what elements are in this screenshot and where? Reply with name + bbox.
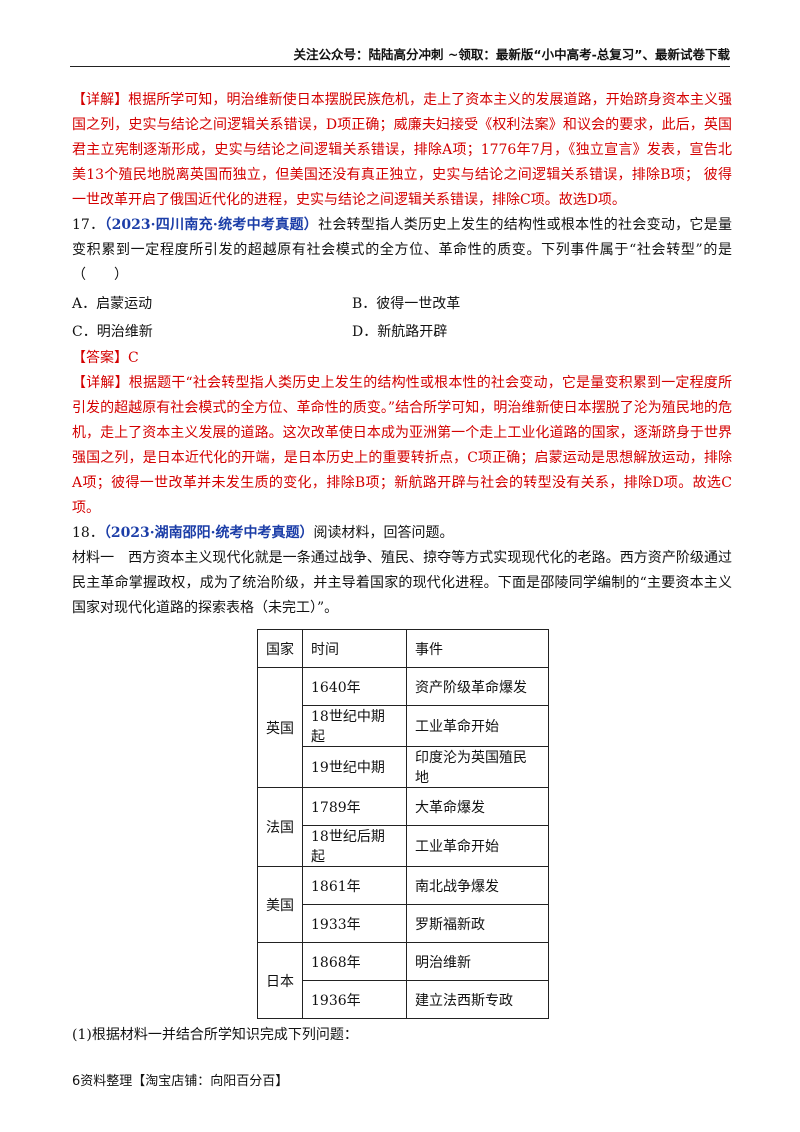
q17-options: A．启蒙运动 B．彼得一世改革 C．明治维新 D．新航路开辟: [72, 290, 732, 346]
event-cell: 罗斯福新政: [406, 904, 549, 943]
time-cell: 1933年: [302, 904, 407, 943]
event-cell: 资产阶级革命爆发: [406, 667, 549, 706]
event-cell: 大革命爆发: [406, 787, 549, 826]
country-cell: 日本: [257, 942, 303, 1019]
time-cell: 19世纪中期: [302, 746, 407, 788]
page-footer: 6资料整理【淘宝店铺：向阳百分百】: [72, 1070, 288, 1089]
q18-stem: 18．（2023·湖南邵阳·统考中考真题）阅读材料，回答问题。: [72, 525, 454, 541]
page-number: 6: [72, 1074, 81, 1089]
option-a: A．启蒙运动: [72, 296, 153, 312]
time-cell: 1789年: [302, 787, 407, 826]
event-cell: 南北战争爆发: [406, 866, 549, 905]
time-cell: 1861年: [302, 866, 407, 905]
time-cell: 18世纪中期起: [302, 705, 407, 747]
option-c: C．明治维新: [72, 324, 153, 340]
header-cell: 时间: [302, 629, 407, 668]
q17-answer: 【答案】C: [72, 350, 139, 366]
event-cell: 工业革命开始: [406, 825, 549, 867]
time-cell: 1640年: [302, 667, 407, 706]
event-cell: 印度沦为英国殖民地: [406, 746, 549, 788]
table-row: 19世纪中期 印度沦为英国殖民地: [258, 746, 549, 788]
header-cell: 国家: [257, 629, 303, 668]
q18-material: 材料一 西方资本主义现代化就是一条通过战争、殖民、掠夺等方式实现现代化的老路。西…: [72, 550, 732, 616]
q17-detail: 【详解】根据题干“社会转型指人类历史上发生的结构性或根本性的社会变动，它是量变积…: [72, 375, 732, 516]
event-cell: 明治维新: [406, 942, 549, 981]
country-cell: 英国: [257, 667, 303, 788]
table-row: 法国 1789年 大革命爆发: [257, 787, 549, 867]
country-cell: 法国: [257, 787, 303, 867]
country-cell: 美国: [257, 866, 303, 943]
time-cell: 1868年: [302, 942, 407, 981]
header-cell: 事件: [406, 629, 549, 668]
main-content: 【详解】根据所学可知，明治维新使日本摆脱民族危机，走上了资本主义的发展道路，开始…: [72, 88, 732, 1048]
q16-detail: 【详解】根据所学可知，明治维新使日本摆脱民族危机，走上了资本主义的发展道路，开始…: [72, 92, 732, 208]
q17-stem: 17．（2023·四川南充·统考中考真题）社会转型指人类历史上发生的结构性或根本…: [72, 217, 733, 283]
footer-text: 资料整理【淘宝店铺：向阳百分百】: [80, 1074, 289, 1089]
table-header-row: 国家 时间 事件: [257, 629, 549, 668]
table-row: 18世纪中期起 工业革命开始: [258, 705, 549, 747]
option-b: B．彼得一世改革: [352, 296, 461, 312]
event-cell: 工业革命开始: [406, 705, 549, 747]
table-row: 1936年 建立法西斯专政: [258, 980, 549, 1019]
q18-sub1: (1)根据材料一并结合所学知识完成下列问题：: [72, 1027, 358, 1043]
table-row: 18世纪后期起 工业革命开始: [258, 825, 549, 867]
event-cell: 建立法西斯专政: [406, 980, 549, 1019]
table-row: 1933年 罗斯福新政: [258, 904, 549, 943]
option-d: D．新航路开辟: [352, 324, 448, 340]
table-row: 美国 1861年 南北战争爆发: [257, 866, 549, 943]
time-cell: 1936年: [302, 980, 407, 1019]
table-row: 英国 1640年 资产阶级革命爆发: [257, 667, 549, 788]
page-header: 关注公众号：陆陆高分冲刺 ~领取：最新版“小中高考-总复习”、最新试卷下载: [70, 44, 730, 67]
modernization-table: 国家 时间 事件 英国 1640年 资产阶级革命爆发 18世纪中期起 工业革命开…: [257, 629, 549, 1019]
time-cell: 18世纪后期起: [302, 825, 407, 867]
table-row: 日本 1868年 明治维新: [257, 942, 549, 1019]
